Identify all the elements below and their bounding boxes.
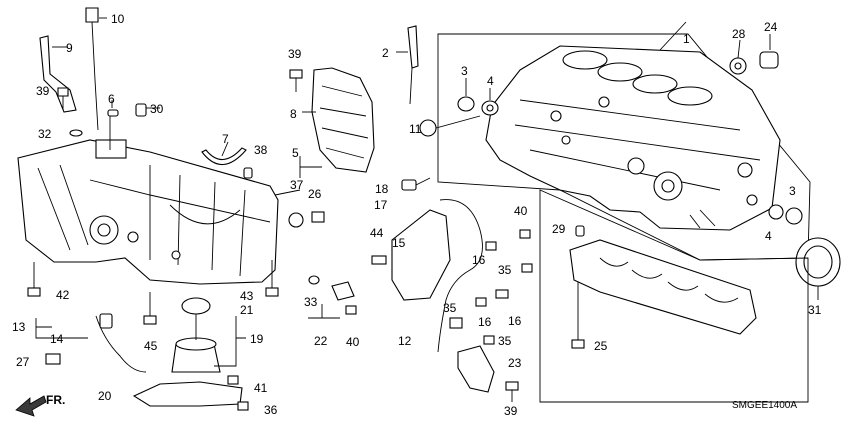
callout-43: 43	[240, 289, 254, 303]
callout-38: 38	[254, 143, 268, 157]
callout-16: 16	[478, 315, 492, 329]
callout-22: 22	[314, 334, 328, 348]
sensor-cover	[457, 345, 495, 393]
oil-pressure-switch	[401, 177, 431, 191]
callout-6: 6	[108, 92, 115, 106]
callout-10: 10	[111, 12, 125, 26]
callout-5: 5	[292, 146, 299, 160]
callout-16: 16	[508, 314, 522, 328]
piston-oil-jet	[396, 25, 419, 105]
callout-26: 26	[308, 187, 322, 201]
bolt-set-right	[345, 229, 533, 345]
knock-sensor	[419, 115, 481, 137]
callout-1: 1	[683, 32, 690, 46]
callout-3: 3	[461, 64, 468, 78]
plug-and-bolt-5	[288, 211, 325, 228]
callout-14: 14	[50, 332, 64, 346]
front-direction-label: FR.	[46, 393, 65, 407]
oil-strainer-assembly	[132, 297, 249, 411]
callout-40: 40	[514, 204, 528, 218]
dowel-pin-lower	[575, 225, 585, 237]
callout-24: 24	[764, 20, 778, 34]
callout-29: 29	[552, 222, 566, 236]
front-direction-arrow	[15, 395, 47, 417]
sealing-plug-lower	[768, 204, 803, 225]
callout-35: 35	[443, 301, 457, 315]
bearing-cap-bridge	[539, 189, 809, 403]
callout-8: 8	[290, 107, 297, 121]
oil-baffle-plate	[302, 67, 375, 173]
callout-28: 28	[732, 27, 746, 41]
callout-9: 9	[66, 41, 73, 55]
callout-13: 13	[12, 320, 26, 334]
callout-16: 16	[472, 253, 486, 267]
callout-37: 37	[290, 178, 304, 192]
callout-25: 25	[594, 339, 608, 353]
callout-42: 42	[56, 288, 70, 302]
callout-19: 19	[250, 332, 264, 346]
oil-filter-fitting	[729, 34, 779, 75]
callout-11: 11	[409, 122, 422, 136]
crankshaft-oil-seal	[795, 237, 841, 300]
callout-27: 27	[16, 355, 30, 369]
callout-7: 7	[222, 132, 229, 146]
callout-39: 39	[504, 404, 518, 418]
callout-39: 39	[36, 84, 50, 98]
callout-20: 20	[98, 389, 112, 403]
callout-2: 2	[382, 46, 389, 60]
oil-level-gauge-and-pipe	[39, 7, 107, 131]
callout-4: 4	[487, 74, 494, 88]
callout-23: 23	[508, 356, 522, 370]
callout-15: 15	[392, 236, 406, 250]
sensor-wiring-harness	[95, 199, 509, 373]
callout-44: 44	[370, 226, 384, 240]
callout-45: 45	[144, 339, 158, 353]
dowel-pin	[243, 167, 253, 179]
callout-3: 3	[789, 184, 796, 198]
callout-4: 4	[765, 229, 772, 243]
callout-21: 21	[240, 303, 254, 317]
bearing-half	[201, 147, 247, 166]
callout-32: 32	[38, 127, 52, 141]
callout-31: 31	[808, 303, 822, 317]
oil-temperature-sensor	[308, 275, 355, 301]
small-fasteners-upper-left	[57, 87, 160, 137]
lower-block-crankcase	[17, 110, 301, 285]
bolt-set-left	[27, 260, 279, 365]
callout-labels: 1 2 3 3 4 4 5 6 7 8 9 10 11 12 13 14 15 …	[12, 12, 822, 418]
flange-bolt-bottom	[505, 381, 519, 402]
diagram-code: SMGEE1400A	[732, 400, 797, 411]
callout-33: 33	[304, 295, 318, 309]
callout-36: 36	[264, 403, 278, 417]
callout-41: 41	[254, 381, 268, 395]
callout-12: 12	[398, 334, 412, 348]
callout-17: 17	[374, 198, 388, 212]
callout-39: 39	[288, 47, 302, 61]
callout-35: 35	[498, 334, 512, 348]
cylinder-block	[437, 21, 811, 261]
callout-30: 30	[150, 102, 164, 116]
flange-bolt	[289, 69, 303, 92]
callout-40: 40	[346, 335, 360, 349]
callout-18: 18	[375, 182, 389, 196]
callout-35: 35	[498, 263, 512, 277]
sealing-plug-and-washer	[457, 78, 499, 116]
